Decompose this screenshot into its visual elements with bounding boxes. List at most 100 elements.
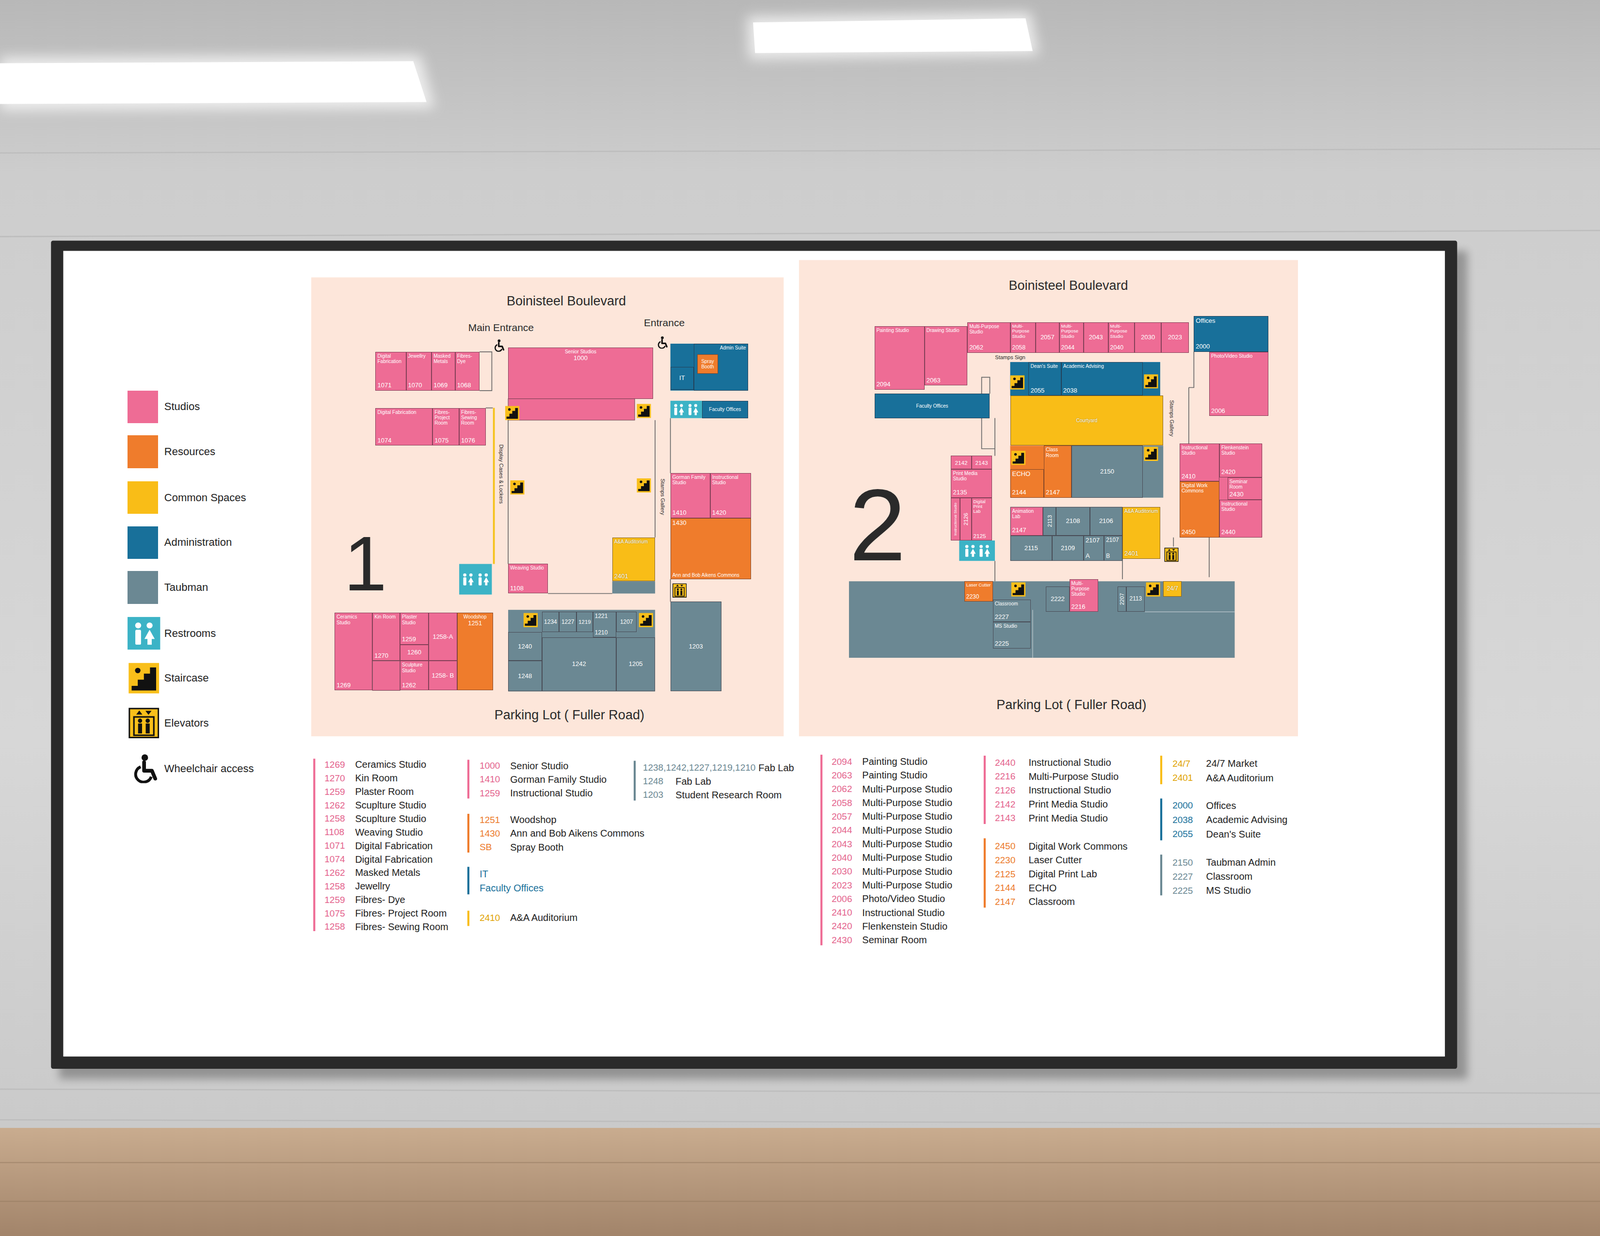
room-box: 1234 (542, 611, 560, 633)
room-box: Instructional Studio (950, 497, 960, 541)
room-number: 1251 (479, 815, 511, 826)
room-number: 2030 (831, 866, 863, 878)
room-label-stack: Instructional Studio1420 (710, 473, 751, 518)
room-box: 2115 (1010, 535, 1053, 562)
room-number: 2150 (1172, 857, 1206, 869)
room-number: 1242 (544, 660, 615, 669)
room-number: 2006 (831, 894, 863, 905)
list-row: 1258Scuplture Studio (324, 812, 427, 827)
room-name: Fibres- Dye (354, 894, 405, 906)
room-name: Gorman Family Studio (672, 474, 709, 486)
room-name: Drawing Studio (926, 327, 966, 334)
room-label-stack: 1248 (508, 661, 542, 691)
room-box: Instructional Studio1420 (710, 473, 752, 519)
room-label-stack: Multi-Purpose Studio2062 (967, 322, 1010, 353)
room-label-stack: Plaster Studio1259 (400, 613, 429, 644)
room-label-stack: Animation Lab2147 (1010, 507, 1043, 536)
room-name: Masked Metals (354, 867, 421, 879)
room-box: 1248 (508, 660, 542, 692)
room-label-stack: 2107A (1084, 536, 1104, 561)
room-number: 2115 (1012, 544, 1051, 553)
room-name: Print Media Studio (1028, 799, 1108, 811)
room-number: 2147 (1012, 527, 1041, 535)
room-number: 1210 (594, 629, 615, 637)
room-name: Digital Fabrication (354, 840, 433, 852)
room-number: 1258- B (430, 672, 456, 680)
room-box: A&A Auditorium2401 (1122, 507, 1161, 560)
room-box: 2113 (1042, 507, 1056, 536)
room-number: 1259 (324, 786, 355, 798)
room-number: 2230 (966, 593, 992, 601)
room-name: Instructional Studio (1028, 784, 1111, 797)
room-name: Multi-Purpose Studio (862, 784, 953, 796)
list-row: 1074Digital Fabrication (324, 852, 433, 867)
room-box: 1430Ann and Bob Aikens Commons (670, 518, 752, 580)
list-row: 1203Student Research Room (642, 788, 782, 802)
room-number: 2144 (994, 882, 1029, 894)
room-number: 1238,1242,1227,1219,1210 (642, 762, 759, 774)
room-box: Laser Cutter2230 (964, 581, 993, 602)
list-row: IT (479, 866, 489, 881)
room-label-stack: 1227 (559, 612, 576, 632)
room-box: Academic Advising2038 (1061, 362, 1143, 396)
room-name: Fab Lab (758, 762, 794, 774)
list-row: 1075Fibres- Project Room (324, 907, 447, 921)
list-row: 2430Seminar Room (831, 933, 928, 948)
room-name: Faculty Offices (876, 403, 989, 409)
room-name: Digital Print Lab (973, 499, 991, 514)
room-number: 24/7 (1172, 758, 1206, 770)
room-box: Admin SuiteSpray Booth (693, 343, 749, 391)
room-box: Dean's Suite2055 (1028, 362, 1061, 396)
room-box: Seminar Room2430 (1227, 477, 1263, 500)
room-label-stack: 2142 (951, 456, 971, 469)
list-row: 1410Gorman Family Studio (479, 772, 607, 787)
legend-text: Administration (164, 537, 232, 548)
room-name: A&A Auditorium (510, 912, 578, 924)
room-number: SB (479, 842, 511, 853)
room-number: 2043 (1085, 334, 1107, 342)
room-box: 2113 (1126, 586, 1145, 613)
room-label-stack: 1242 (542, 638, 617, 692)
list-row: 2147Classroom (994, 895, 1075, 910)
room-name: Fibres-Dye (457, 353, 479, 365)
room-number: 2401 (1172, 772, 1206, 784)
list-row: 1259Plaster Room (324, 785, 414, 800)
list-row: 2144ECHO (994, 881, 1057, 896)
map-label: Stamps Gallery (1168, 400, 1175, 437)
room-label-stack: IT (671, 367, 694, 389)
room-label-stack: 2030 (1135, 322, 1161, 353)
list-row: 2125Digital Print Lab (994, 867, 1098, 882)
list-row: Faculty Offices (479, 881, 544, 896)
list-row: 1108Weaving Studio (324, 825, 423, 840)
room-number: 1203 (672, 643, 720, 651)
legend-text: Taubman (164, 582, 209, 593)
room-box: 1242 (542, 637, 617, 692)
room-box: 2109 (1052, 535, 1084, 562)
room-number: 2055 (1030, 387, 1059, 395)
room-number: 1248 (642, 776, 676, 787)
room-label-stack: 2143 (972, 456, 992, 469)
room-number: A (1085, 552, 1103, 560)
room-number: 2038 (1172, 815, 1206, 826)
room-number: 1070 (408, 382, 431, 390)
room-label-stack: Multi-Purpose Studio2044 (1059, 322, 1084, 353)
room-name: Classroom (994, 601, 1029, 607)
room-number: IT (672, 374, 692, 383)
room-number: 1074 (377, 437, 431, 445)
room-name: Courtyard (1012, 417, 1162, 424)
room-box: 1258-A (428, 612, 458, 661)
room-box: A&A Auditorium2401 (612, 537, 656, 582)
room-box: 2150 (1071, 445, 1143, 498)
room-label-stack: 1258-A (429, 613, 457, 661)
list-row: 1258Jewellry (324, 880, 390, 894)
room-name: Digital Fabrication (377, 353, 404, 365)
room-label-stack: Ceramics Studio1269 (335, 613, 372, 690)
room-name: Ann and Bob Aikens Commons (510, 828, 645, 840)
room-box: Offices2000 (1193, 316, 1269, 352)
room-name: A&A Auditorium (1206, 772, 1274, 784)
room-number: 2109 (1054, 544, 1082, 553)
room-name: Ceramics Studio (336, 614, 371, 625)
room-label-stack: Fibres-Sewing Room1076 (459, 408, 486, 446)
room-name: Photo/Video Studio (1211, 353, 1267, 359)
room-box: ECHO2144 (1010, 469, 1044, 498)
